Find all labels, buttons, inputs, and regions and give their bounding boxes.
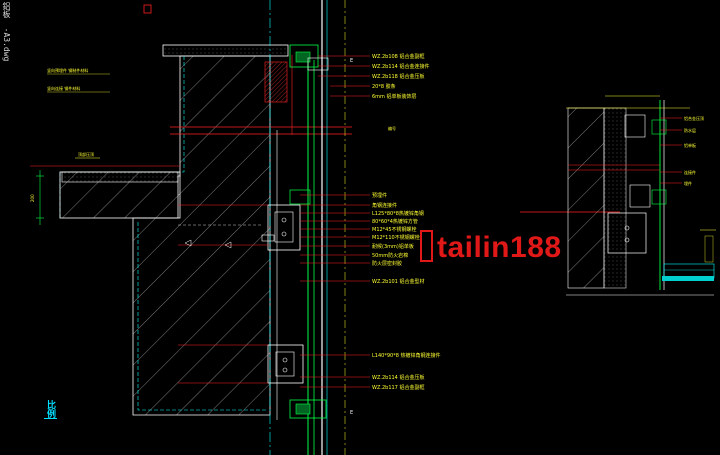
- callouts-mid: 预埋件 角钢连接件 L125*80*8热镀锌角钢 80*60*4热镀锌方管 M1…: [372, 192, 424, 285]
- callout-mid-4: 80*60*4热镀锌方管: [372, 218, 418, 225]
- right-callout-1: 铝合金压顶: [684, 115, 704, 121]
- callout-mid-6: M12*110不锈钢螺栓: [372, 234, 420, 241]
- leader-lines: [300, 55, 370, 388]
- callouts-bottom: L140*90*8 热镀锌角钢连接件 WZ.2b114 铝合金压板 WZ.2b1…: [372, 352, 440, 391]
- right-detail: 铝合金压顶 防水层 铝单板 连接件 埋件: [520, 95, 716, 296]
- right-callout-2: 防水层: [684, 127, 696, 133]
- detail-scale-text: 比例: [44, 400, 57, 419]
- callout-mid-3: L125*80*8热镀锌角钢: [372, 210, 424, 217]
- callout-bottom-3: WZ.2b117 铝合金副框: [372, 384, 424, 391]
- top-label-1: 竖向预埋件 钢制件材料: [47, 67, 88, 73]
- bracket-mid: [178, 189, 311, 251]
- top-marker: [143, 4, 152, 14]
- callout-top-4: 20*8 胶条: [372, 83, 396, 90]
- callout-top-5: 6mm 铝单板装饰层: [372, 93, 417, 100]
- right-callout-4: 连接件: [684, 169, 696, 175]
- callout-mid-7: 耐候(3mm)铝单板: [372, 243, 414, 250]
- callouts-top: WZ.2b108 铝合金副框 WZ.2b114 铝合金连接件 WZ.2b118 …: [372, 53, 429, 131]
- callout-mid-1: 预埋件: [372, 192, 387, 199]
- parapet-cap: E: [264, 44, 353, 103]
- callout-mid-8: 50mm防火岩棉: [372, 252, 408, 259]
- left-dimension-text: 200: [30, 194, 35, 202]
- top-label-2: 竖向连接 钢件材料: [47, 85, 80, 91]
- top-left-labels: 竖向预埋件 钢制件材料 竖向连接 钢件材料: [47, 67, 110, 93]
- callout-top-2: WZ.2b114 铝合金连接件: [372, 63, 429, 70]
- callout-mid-5: M12*45不锈钢螺栓: [372, 226, 417, 233]
- svg-text:E: E: [350, 58, 353, 64]
- callout-mid-9: 防火层密封胶: [372, 260, 402, 267]
- callout-top-1: WZ.2b108 铝合金副框: [372, 53, 424, 60]
- callout-bottom-2: WZ.2b114 铝合金压板: [372, 374, 424, 381]
- concrete-section: [30, 44, 352, 416]
- right-callout-5: 埋件: [684, 180, 692, 186]
- callout-top-3: WZ.2b118 铝合金压板: [372, 73, 424, 80]
- left-dimension: 200 顶部压顶: [30, 151, 100, 225]
- left-label-1: 顶部压顶: [78, 151, 94, 157]
- callout-mid-2: 角钢连接件: [372, 202, 397, 209]
- drawing-tab-title[interactable]: 鋁板 -A3.dwg: [0, 0, 12, 62]
- bracket-low: E: [178, 344, 353, 419]
- detail-scale-label: 比例: [44, 400, 57, 450]
- small-tag: 编号: [388, 125, 396, 131]
- drawing-tab-title-text: 鋁板 -A3.dwg: [2, 2, 11, 62]
- watermark-text: tailin188: [420, 228, 562, 268]
- svg-text:E: E: [350, 410, 353, 416]
- right-callout-3: 铝单板: [684, 142, 696, 148]
- callout-mid-10: WZ.2b101 铝合金型材: [372, 278, 424, 285]
- callout-bottom-1: L140*90*8 热镀锌角钢连接件: [372, 352, 440, 359]
